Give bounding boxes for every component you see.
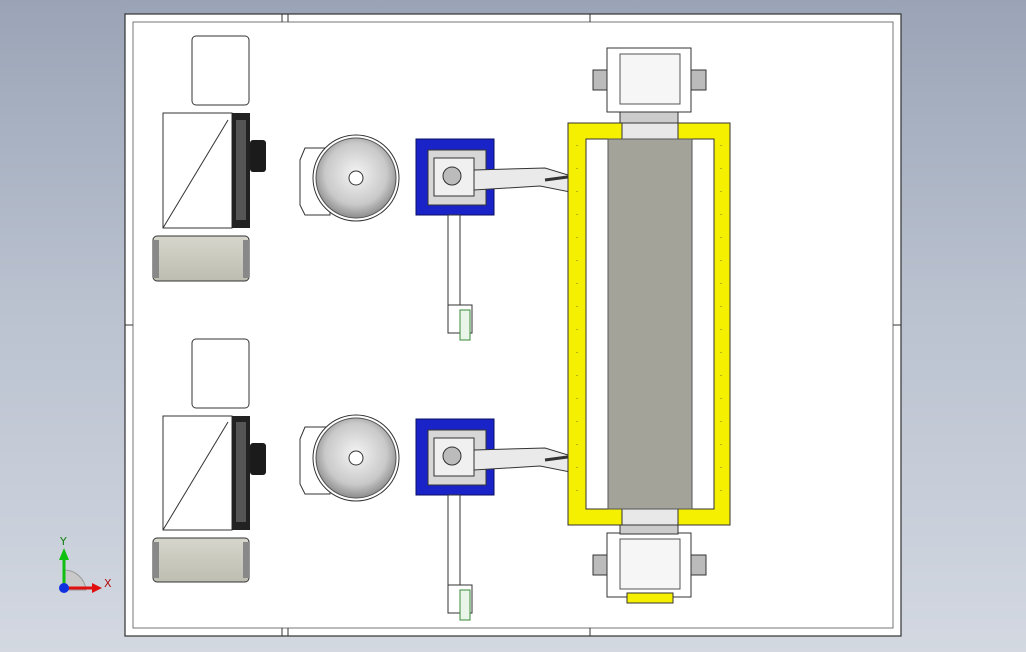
wire-drum-lower[interactable] [299, 414, 400, 502]
welding-power-source-upper[interactable] [162, 112, 266, 229]
control-box-upper[interactable] [191, 35, 250, 106]
wire-feeder-cart-upper[interactable] [152, 235, 250, 282]
wire-drum-upper[interactable] [299, 134, 400, 222]
wire-feeder-cart-lower[interactable] [152, 537, 250, 583]
floor-plate[interactable] [124, 13, 902, 637]
control-box-lower[interactable] [191, 338, 250, 409]
positioner[interactable] [567, 47, 731, 604]
headstock-upper[interactable] [592, 47, 707, 125]
coordinate-triad: X Y [59, 535, 112, 593]
welding-power-source-lower[interactable] [162, 415, 266, 531]
axis-y-label: Y [59, 535, 67, 548]
axis-x-label: X [104, 577, 112, 590]
headstock-lower[interactable] [592, 523, 707, 604]
conveyor-bed[interactable] [607, 138, 693, 510]
